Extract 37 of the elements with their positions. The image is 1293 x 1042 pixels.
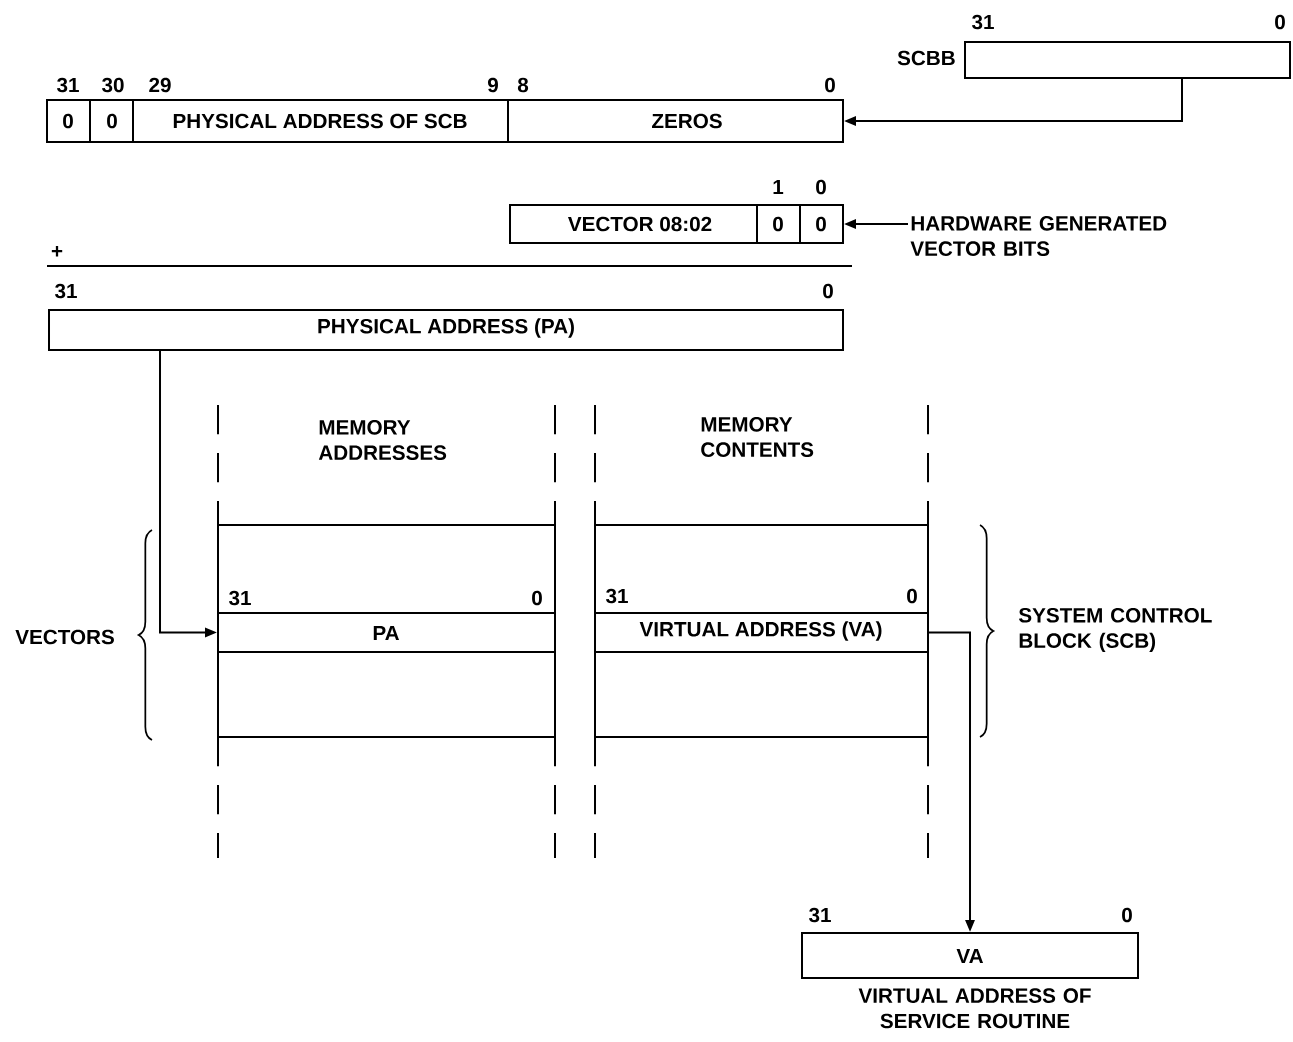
column-heading: MEMORY CONTENTS [701, 417, 814, 457]
brace-label: VECTORS [15, 629, 114, 645]
bit-number: 31 [972, 14, 994, 30]
field-text: VIRTUAL ADDRESS (VA) [639, 621, 882, 641]
field-text: 0 [816, 216, 826, 232]
field-text: PA [373, 625, 400, 641]
bit-number: 30 [102, 77, 124, 93]
bit-number: 0 [907, 588, 917, 604]
bit-number: 0 [823, 283, 833, 299]
field-text: PHYSICAL ADDRESS OF SCB [173, 113, 467, 129]
field-text: PHYSICAL ADDRESS (PA) [318, 318, 574, 338]
bit-number: 31 [809, 907, 831, 923]
bit-number: 0 [816, 179, 826, 195]
bit-number: 31 [229, 590, 251, 606]
bit-number: 29 [149, 77, 171, 93]
box-label: VIRTUAL ADDRESS OF SERVICE ROUTINE [858, 988, 1091, 1029]
bit-number: 0 [825, 77, 835, 93]
bit-number: 31 [57, 77, 79, 93]
field-text: VECTOR 08:02 [568, 216, 712, 232]
bit-number: 0 [1275, 14, 1285, 30]
column-heading: MEMORY ADDRESSES [318, 420, 447, 460]
bit-number: 0 [1122, 907, 1132, 923]
bit-number: 31 [606, 588, 628, 604]
field-text: 0 [63, 113, 73, 129]
field-text: 0 [107, 113, 117, 129]
bit-number: 8 [517, 77, 529, 93]
bit-number: 9 [487, 77, 498, 93]
bit-number: 1 [773, 179, 784, 195]
bit-number: 31 [55, 283, 77, 299]
register-name: SCBB [897, 50, 955, 66]
field-text: VA [956, 948, 984, 964]
field-text: ZEROS [652, 113, 722, 129]
field-text: 0 [773, 216, 783, 232]
plus-sign: + [51, 245, 63, 257]
annotation-text: HARDWARE GENERATED VECTOR BITS [910, 216, 1167, 256]
bit-number: 0 [532, 590, 542, 606]
brace-label: SYSTEM CONTROL BLOCK (SCB) [1018, 607, 1212, 652]
